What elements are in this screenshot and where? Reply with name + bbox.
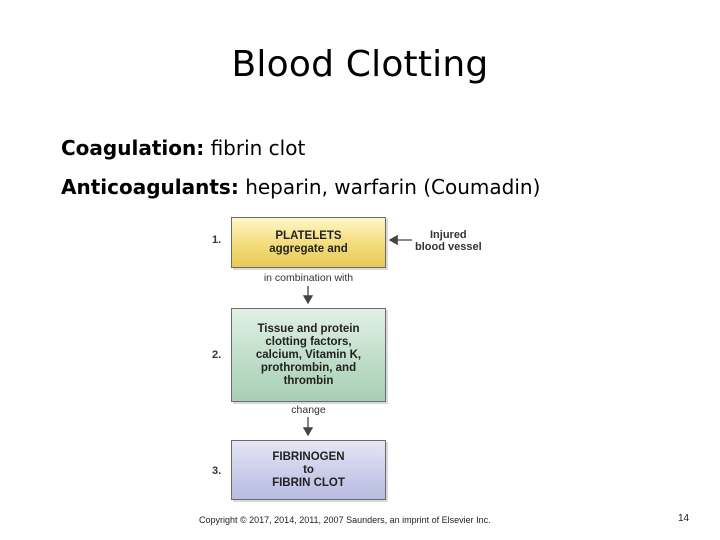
copyright-text: Copyright © 2017, 2014, 2011, 2007 Saund… [199, 515, 491, 525]
page-number: 14 [678, 513, 690, 524]
step-number-2: 2. [212, 349, 222, 361]
step-box-platelets: PLATELETS aggregate and [231, 217, 386, 268]
bullet-term: Coagulation: [61, 136, 205, 160]
bullet-text: fibrin clot [204, 136, 306, 160]
step-number-3: 3. [212, 465, 222, 477]
step-text: PLATELETS aggregate and [269, 229, 348, 255]
bullet-anticoagulants: Anticoagulants: heparin, warfarin (Couma… [61, 175, 540, 199]
bullet-text: heparin, warfarin (Coumadin) [238, 175, 541, 199]
step-number-1: 1. [212, 234, 222, 246]
bullet-coagulation: Coagulation: fibrin clot [61, 136, 305, 160]
connector-label: change [291, 404, 326, 416]
slide-title: Blood Clotting [231, 44, 489, 85]
injured-vessel-label: Injured blood vessel [415, 229, 482, 253]
bullet-term: Anticoagulants: [61, 175, 239, 199]
step-box-fibrin-clot: FIBRINOGEN to FIBRIN CLOT [231, 440, 386, 500]
step-box-clotting-factors: Tissue and protein clotting factors, cal… [231, 308, 386, 402]
step-text: FIBRINOGEN to FIBRIN CLOT [272, 450, 345, 489]
connector-label: in combination with [263, 272, 354, 284]
step-text: Tissue and protein clotting factors, cal… [255, 322, 362, 387]
